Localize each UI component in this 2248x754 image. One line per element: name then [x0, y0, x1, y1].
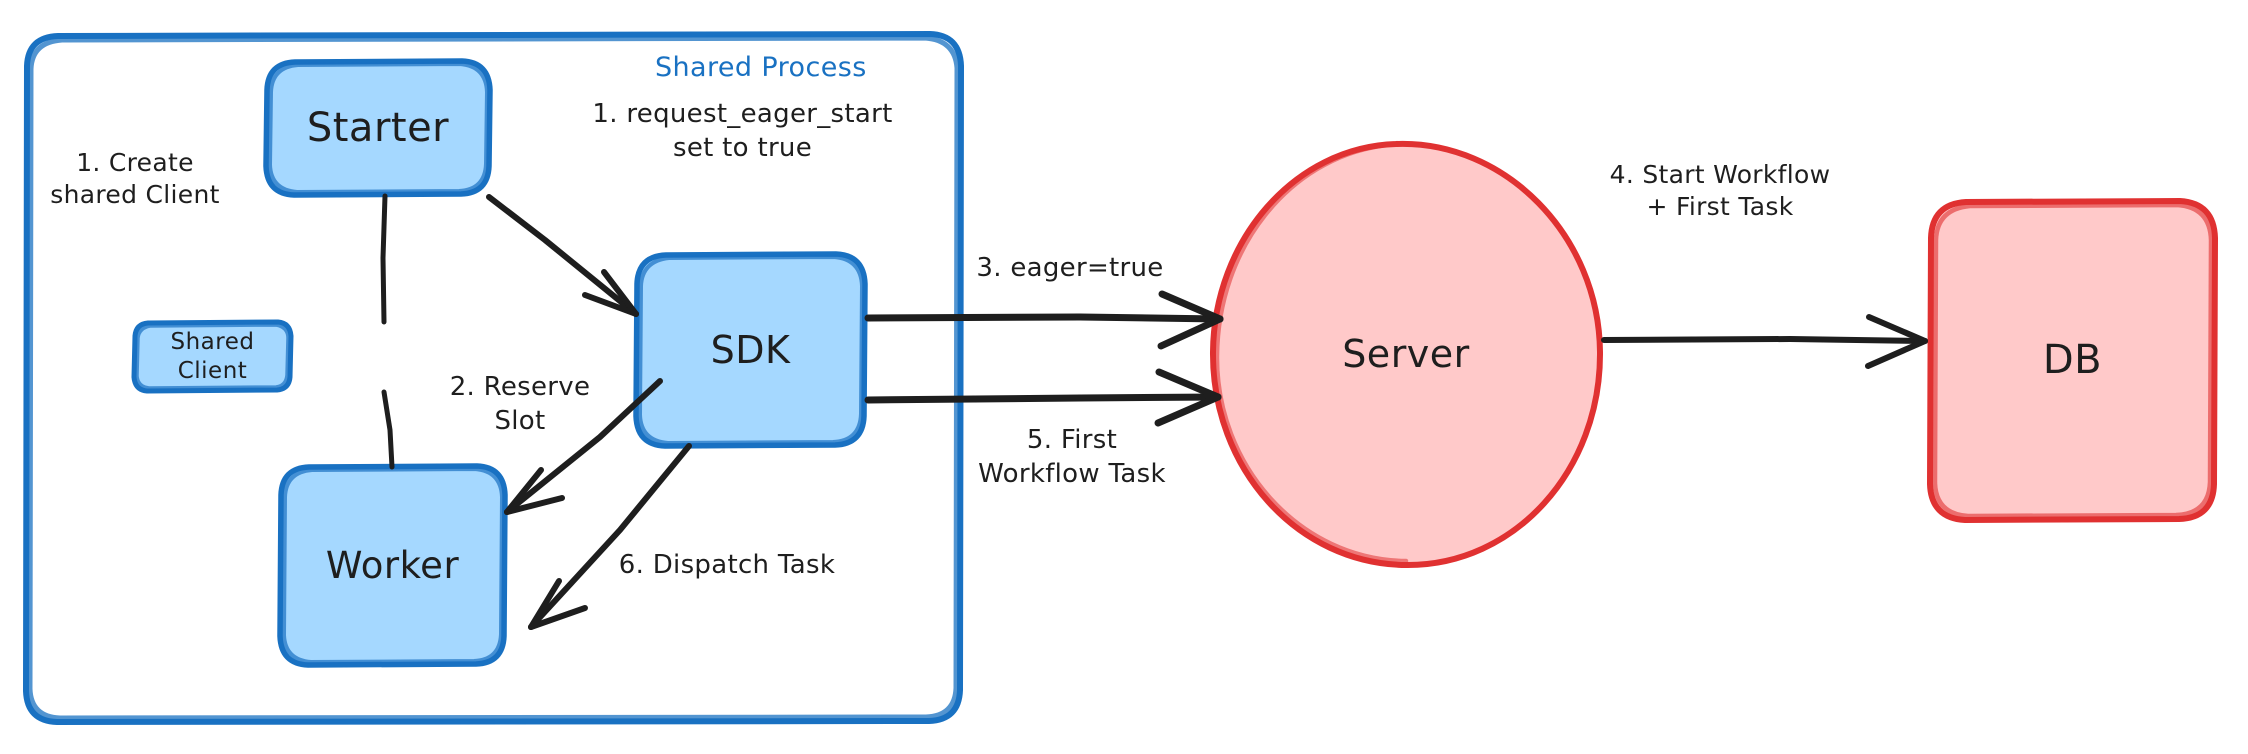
edge-label-request-eager-start: 1. request_eager_start set to true: [592, 99, 893, 163]
edge-sdk-server-eager-shape: [864, 290, 1224, 350]
edge-starter-shared-client-shape: [380, 193, 388, 325]
shared-process-group-title: Shared Process: [655, 52, 867, 83]
sdk-node[interactable]: [636, 254, 865, 446]
edge-shared-client-worker-shape: [381, 389, 395, 470]
db-node[interactable]: [1930, 201, 2215, 520]
edge-label-eager-true: 3. eager=true: [976, 253, 1164, 284]
edge-label-create-shared-client: 1. Create shared Client: [50, 147, 220, 210]
worker-node[interactable]: [280, 466, 505, 665]
edge-sdk-worker-dispatch-shape: [528, 443, 692, 630]
edge-label-reserve-slot: 2. Reserve Slot: [449, 372, 591, 436]
edge-server-db-shape: [1601, 314, 1928, 369]
edge-label-dispatch-task: 6. Dispatch Task: [618, 550, 836, 581]
edge-server-sdk-firsttask-shape: [864, 368, 1222, 427]
edge-starter-sdk-shape: [486, 194, 639, 317]
edge-label-start-workflow-first-task: 4. Start Workflow + First Task: [1609, 159, 1831, 222]
edge-label-first-workflow-task: 5. First Workflow Task: [978, 425, 1166, 489]
shared-client-node[interactable]: [134, 322, 291, 391]
starter-node[interactable]: [266, 61, 490, 195]
server-node[interactable]: [1212, 143, 1600, 565]
